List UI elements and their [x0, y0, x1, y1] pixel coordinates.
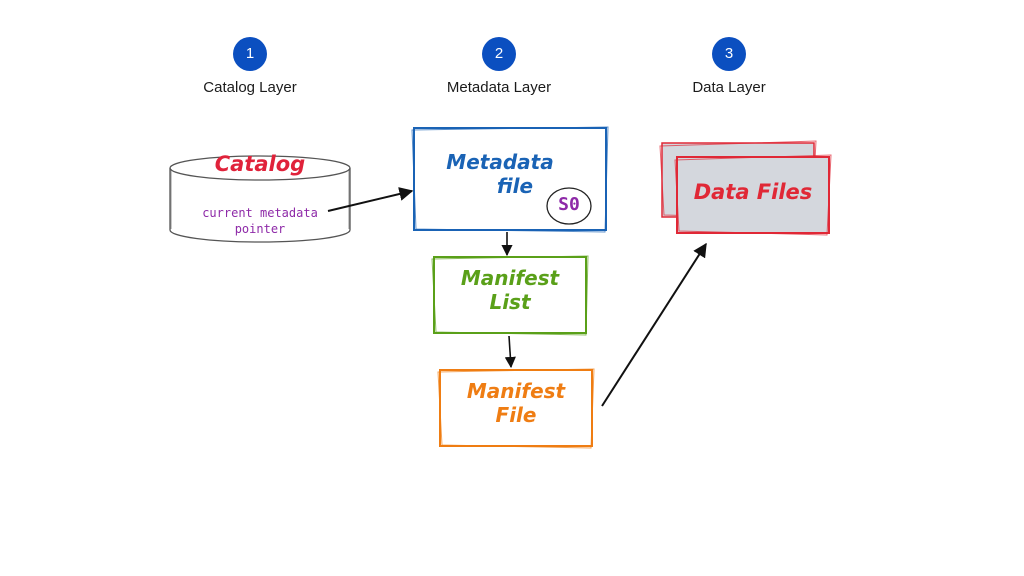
layer-header-metadata: 2 Metadata Layer [419, 37, 579, 96]
metadata-pointer-label: current metadata pointer [175, 205, 345, 237]
catalog-title: Catalog [214, 152, 306, 176]
layer-label: Catalog Layer [203, 79, 297, 96]
layer-label: Metadata Layer [446, 79, 552, 96]
metadata-line-1: Metadata [446, 150, 554, 174]
arrow-manifest-file-to-data-files [601, 242, 707, 407]
snapshot-label: S0 [558, 194, 580, 215]
manifest-list-line-1: Manifest [460, 266, 560, 290]
manifest-file-line-2: File [495, 403, 537, 427]
manifest-file-box [437, 368, 595, 449]
layer-header-catalog: 1 Catalog Layer [170, 37, 330, 96]
manifest-list-line-2: List [489, 290, 531, 314]
snapshot-circle [546, 187, 592, 225]
pointer-line-1: current metadata [202, 206, 318, 220]
layer-label: Data Layer [692, 79, 766, 96]
manifest-file-line-1: Manifest [466, 379, 566, 403]
metadata-file-box [411, 126, 609, 233]
layer-number-badge: 3 [712, 37, 746, 71]
manifest-file-label: Manifest File [440, 379, 592, 427]
manifest-list-box [431, 255, 589, 336]
arrow-catalog-to-metadata [327, 187, 414, 212]
catalog-cylinder [169, 155, 351, 243]
layer-number-badge: 2 [482, 37, 516, 71]
data-files-stack [659, 140, 832, 236]
layer-header-data: 3 Data Layer [649, 37, 809, 96]
metadata-file-label: Metadata file [440, 150, 560, 198]
layer-number-badge: 1 [233, 37, 267, 71]
manifest-list-label: Manifest List [434, 266, 586, 314]
metadata-line-2: file [496, 174, 534, 198]
data-files-label: Data Files [693, 180, 813, 204]
arrow-manifest-list-to-manifest-file [504, 335, 516, 369]
pointer-line-2: pointer [234, 222, 286, 236]
